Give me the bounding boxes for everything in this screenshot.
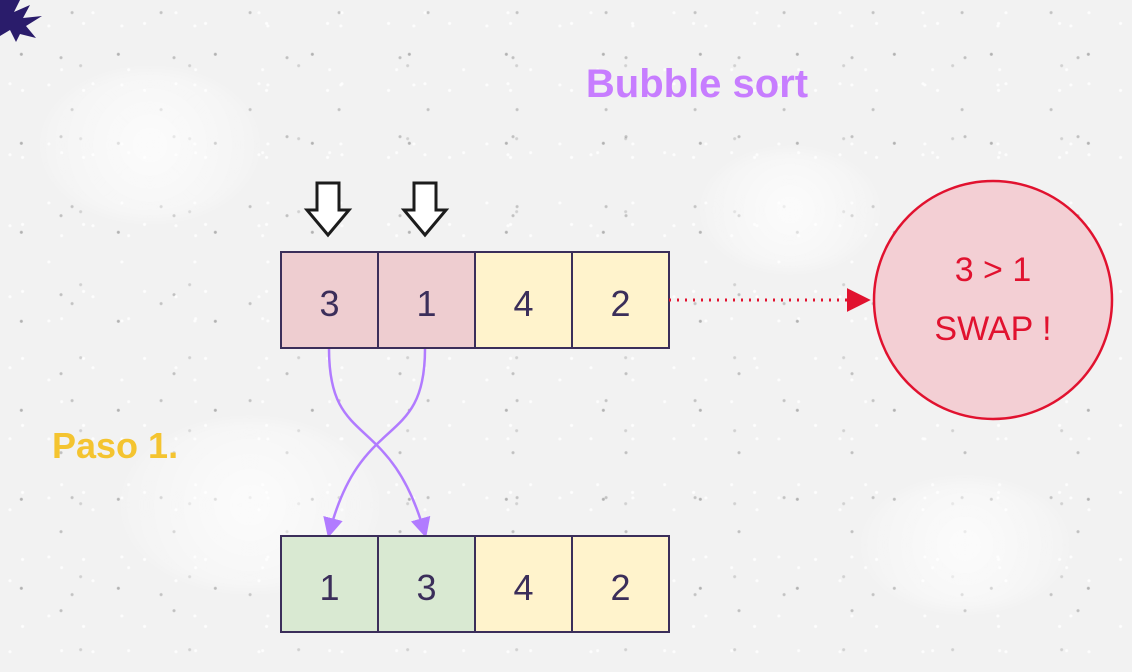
- swap-arrow-right: [327, 348, 431, 538]
- array-value: 2: [610, 567, 630, 608]
- slide-title: Bubble sort: [586, 62, 808, 106]
- bottom-array: 1 3 4 2: [280, 535, 670, 633]
- array-cell: [377, 535, 476, 633]
- starburst-icon: [0, 0, 42, 42]
- array-cell: [571, 535, 670, 633]
- array-value: 4: [513, 567, 533, 608]
- array-value: 1: [319, 567, 339, 608]
- comparison-badge: 3 > 1 SWAP !: [872, 179, 1114, 421]
- comparison-text: 3 > 1: [955, 251, 1032, 289]
- array-value: 4: [513, 283, 533, 324]
- pointer-arrow-right: [400, 181, 450, 238]
- step-label: Paso 1.: [52, 425, 178, 466]
- top-array: 3 1 4 2: [280, 251, 670, 349]
- array-value: 3: [416, 567, 436, 608]
- array-cell: [474, 251, 573, 349]
- array-value: 3: [319, 283, 339, 324]
- swap-arrow-left: [323, 348, 427, 538]
- array-cell: [280, 535, 379, 633]
- array-value: 1: [416, 283, 436, 324]
- array-cell: [571, 251, 670, 349]
- swap-text: SWAP !: [934, 310, 1051, 348]
- pointer-arrow-left: [303, 181, 353, 238]
- array-cell: [280, 251, 379, 349]
- array-value: 2: [610, 283, 630, 324]
